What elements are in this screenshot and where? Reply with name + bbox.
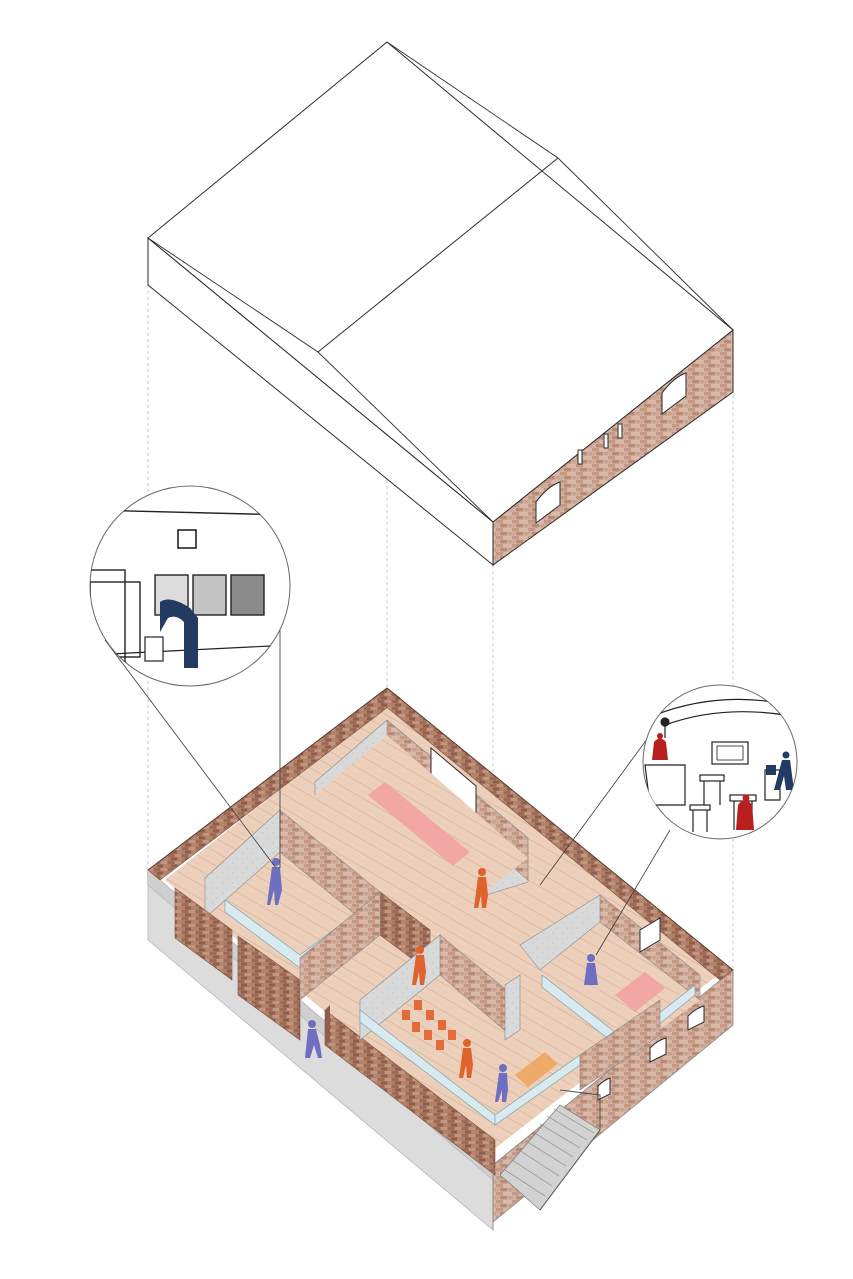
cafe-figure-red-2: [736, 800, 754, 830]
roof-layer: [147, 41, 734, 567]
callout-leaders: [104, 620, 671, 956]
workshop-chairs: [402, 1000, 456, 1050]
cafe-figure-navy: [774, 760, 794, 790]
gallery-detail-callout: [89, 485, 291, 687]
exterior-windows: [597, 1005, 705, 1101]
roof-wall-windows: [535, 372, 687, 524]
staircase: [499, 1089, 601, 1211]
visitor-figure-navy: [160, 599, 198, 668]
cafe-figure-red-1: [652, 738, 668, 760]
interior-layer: [147, 687, 734, 1231]
cafe-detail-callout: [642, 684, 798, 840]
figures: [267, 858, 598, 1102]
